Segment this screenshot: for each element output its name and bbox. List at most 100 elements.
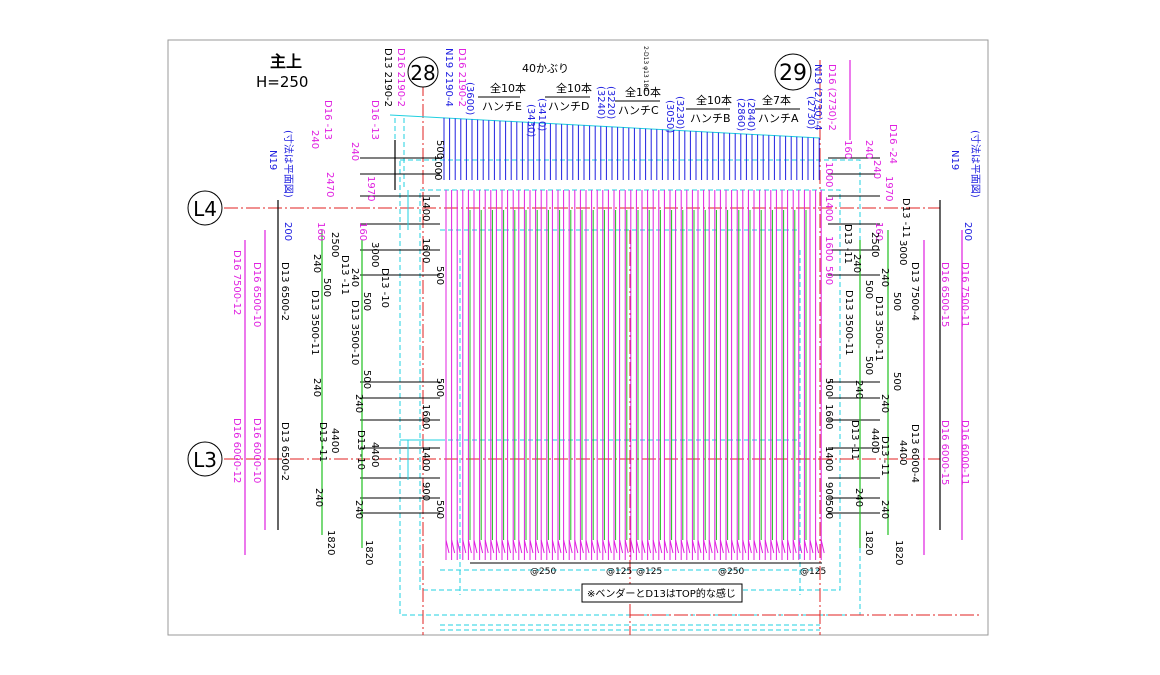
bar-hook	[736, 539, 741, 554]
left-side-labels: N19 (寸法は平面図) 200 D16 7500-12 D16 6500-10…	[231, 130, 445, 565]
bar-hook	[484, 539, 489, 554]
right-d13-3500b: D13 3500-11	[873, 296, 884, 361]
hanch-slope	[389, 114, 821, 139]
bar-hook	[731, 539, 736, 554]
label-d16-24: D16 -24	[887, 124, 898, 164]
svg-text:240: 240	[353, 394, 364, 413]
svg-text:240: 240	[879, 394, 890, 413]
hanchi-group-d: 全10本 ハンチD	[545, 81, 592, 113]
right-side-labels: N19 (寸法は平面図) 200 D16 7500-11 D16 6500-15…	[823, 130, 982, 565]
bar-hook	[708, 539, 713, 554]
svg-text:(3240): (3240)	[595, 86, 606, 119]
svg-text:全7本: 全7本	[762, 93, 791, 107]
bar-hook	[798, 539, 803, 554]
hanchi-group-b: 全10本 ハンチB	[686, 93, 732, 125]
bar-hook	[663, 539, 668, 554]
svg-text:(2730): (2730)	[805, 96, 816, 129]
svg-text:500: 500	[434, 378, 445, 397]
bar-hook	[619, 539, 624, 554]
svg-text:240: 240	[863, 140, 874, 159]
svg-text:全10本: 全10本	[556, 81, 592, 95]
bar-hook	[557, 539, 562, 554]
svg-text:4400: 4400	[369, 442, 380, 467]
svg-text:1970: 1970	[365, 176, 376, 201]
grid-label-l3: L3	[193, 448, 217, 472]
top-vertical-labels: D13 2190-2 D16 2190-2 N19 2190-4 D16 219…	[322, 46, 898, 164]
svg-text:全10本: 全10本	[490, 81, 526, 95]
svg-text:4400: 4400	[897, 440, 908, 465]
svg-text:3000: 3000	[369, 242, 380, 267]
grid-label-28: 28	[410, 61, 435, 85]
pitch-mid-a: @125	[606, 567, 632, 577]
label-d16-13-b: D16 -13	[369, 100, 380, 140]
left-d13-11b: D13 -11	[317, 422, 328, 462]
note-text: ※ベンダーとD13はTOP的な感じ	[587, 587, 736, 600]
pitch-right: @250	[718, 567, 744, 577]
bar-hook	[546, 539, 551, 554]
svg-text:240: 240	[853, 488, 864, 507]
svg-text:500: 500	[823, 500, 834, 519]
bar-hook	[467, 539, 472, 554]
right-d13-3500: D13 3500-11	[843, 290, 854, 355]
svg-text:(3410): (3410)	[536, 98, 547, 131]
pitch-left: @250	[530, 567, 556, 577]
svg-text:ハンチE: ハンチE	[482, 100, 522, 113]
bar-hook	[535, 539, 540, 554]
svg-text:1970: 1970	[883, 176, 894, 201]
svg-text:900: 900	[420, 482, 431, 501]
svg-text:500: 500	[823, 378, 834, 397]
bar-hook	[803, 539, 808, 554]
bar-hook	[641, 539, 646, 554]
bar-hook	[490, 539, 495, 554]
bar-field	[244, 60, 963, 560]
bar-hook	[675, 539, 680, 554]
svg-text:1400: 1400	[420, 446, 431, 471]
grid-bubble-l3: L3	[187, 441, 223, 477]
bar-hook	[787, 539, 792, 554]
grid-bubble-28: 28	[407, 56, 439, 88]
hanchi-dims: (3600) (3410) (3430) (3240) (3220) (3050…	[464, 82, 816, 137]
pitch-end: @125	[800, 567, 826, 577]
svg-text:500: 500	[891, 292, 902, 311]
bar-hook	[462, 539, 467, 554]
left-d13-6500: D13 6500-2	[279, 262, 290, 321]
bar-hook	[770, 539, 775, 554]
left-d13-3500-10: D13 3500-10	[349, 300, 360, 365]
bar-hook	[624, 539, 629, 554]
left-note: (寸法は平面図)	[282, 130, 295, 198]
grid-label-l4: L4	[193, 197, 217, 221]
bar-hook	[719, 539, 724, 554]
svg-text:2470: 2470	[324, 172, 335, 197]
svg-text:(3430): (3430)	[525, 104, 536, 137]
bar-hook	[714, 539, 719, 554]
svg-text:ハンチA: ハンチA	[758, 112, 799, 125]
bar-hook	[753, 539, 758, 554]
svg-text:1400: 1400	[420, 196, 431, 221]
bar-hook	[602, 539, 607, 554]
note-box	[581, 583, 743, 603]
svg-text:3000: 3000	[897, 240, 908, 265]
svg-text:ハンチC: ハンチC	[618, 104, 659, 117]
bar-hook	[518, 539, 523, 554]
bar-hook	[647, 539, 652, 554]
bar-hook	[512, 539, 517, 554]
bar-hook	[456, 539, 461, 554]
bar-hook	[742, 539, 747, 554]
svg-text:240: 240	[879, 500, 890, 519]
label-d13-2190: D13 2190-2	[382, 48, 393, 107]
bar-hook	[792, 539, 797, 554]
svg-text:1400: 1400	[823, 196, 834, 221]
svg-text:240: 240	[879, 268, 890, 287]
bar-hook	[781, 539, 786, 554]
label-kaburi: 40かぶり	[522, 62, 569, 75]
bar-hook	[691, 539, 696, 554]
bar-hook	[574, 539, 579, 554]
bar-hook	[568, 539, 573, 554]
bar-hook	[613, 539, 618, 554]
bar-hook	[630, 539, 635, 554]
svg-text:1820: 1820	[893, 540, 904, 565]
left-d13-10b: D13 -10	[355, 430, 366, 470]
svg-text:2500: 2500	[329, 232, 340, 257]
bar-hook	[686, 539, 691, 554]
